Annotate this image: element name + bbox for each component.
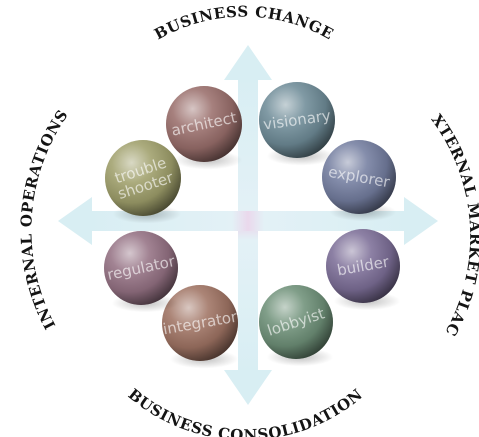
sphere-shading bbox=[259, 82, 335, 158]
sphere-shading bbox=[105, 140, 181, 216]
sphere-shading bbox=[259, 285, 333, 359]
role-sphere-builder: builder bbox=[326, 229, 401, 311]
role-sphere-troubleshooter: troubleshooter bbox=[105, 140, 182, 224]
sphere-shading bbox=[104, 231, 178, 305]
role-sphere-lobbyist: lobbyist bbox=[259, 285, 334, 367]
axis-label-top: BUSINESS CHANGE bbox=[151, 3, 336, 44]
sphere-shading bbox=[326, 229, 400, 303]
role-sphere-architect: architect bbox=[166, 86, 243, 170]
role-sphere-integrator: integrator bbox=[162, 285, 239, 369]
role-sphere-explorer: explorer bbox=[322, 140, 397, 222]
sphere-shading bbox=[322, 140, 396, 214]
sphere-shading bbox=[166, 86, 242, 162]
axis-cross bbox=[58, 45, 438, 405]
sphere-shading bbox=[162, 285, 238, 361]
role-sphere-regulator: regulator bbox=[104, 231, 179, 313]
role-sphere-visionary: visionary bbox=[259, 82, 336, 166]
